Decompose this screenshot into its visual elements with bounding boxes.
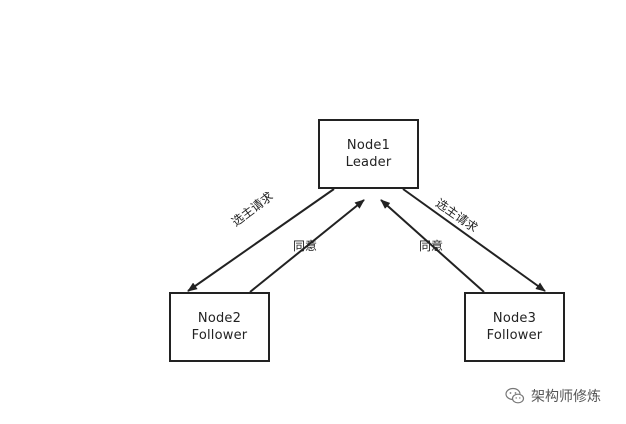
- edge-label-agree-right: 同意: [419, 239, 444, 253]
- edge-request-node1-node3: [402, 188, 546, 292]
- edge-agree-node2-node1: [249, 199, 365, 293]
- edge-agree-node3-node1: [380, 199, 485, 293]
- node1-role: Leader: [345, 155, 392, 170]
- node-leader: Node1 Leader: [318, 119, 419, 189]
- node-follower-3: Node3 Follower: [464, 292, 565, 362]
- node3-name: Node3: [492, 311, 537, 326]
- edge-label-agree-left: 同意: [293, 239, 318, 253]
- edge-request-node1-node2: [187, 188, 335, 292]
- node1-name: Node1: [346, 138, 391, 153]
- node3-role: Follower: [486, 328, 543, 343]
- watermark-text: 架构师修炼: [531, 389, 601, 405]
- node-follower-2: Node2 Follower: [169, 292, 270, 362]
- wechat-icon: [505, 387, 525, 404]
- node2-role: Follower: [191, 328, 248, 343]
- watermark: 架构师修炼: [505, 386, 601, 406]
- node2-name: Node2: [197, 311, 242, 326]
